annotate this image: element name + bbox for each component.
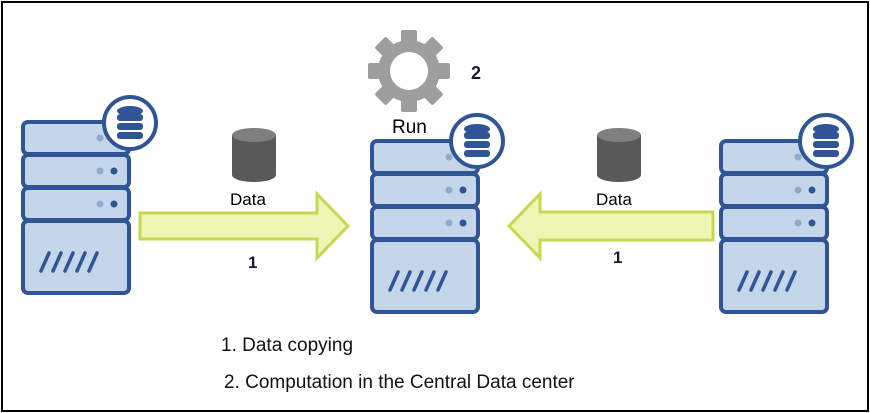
left-data-cylinder-icon <box>232 128 276 182</box>
right-data-cylinder-icon <box>597 128 641 182</box>
central-database-icon <box>449 113 505 169</box>
central-server-icon <box>370 139 480 314</box>
gear-icon <box>368 30 450 112</box>
legend-item-computation: 2. Computation in the Central Data cente… <box>224 372 575 393</box>
run-step-number: 2 <box>471 63 482 83</box>
right-data-label: Data <box>596 190 632 209</box>
left-data-label: Data <box>230 190 266 209</box>
left-database-icon <box>102 95 158 151</box>
right-database-icon <box>798 113 854 169</box>
legend-item-data-copying: 1. Data copying <box>221 335 354 356</box>
left-step-number: 1 <box>248 253 258 272</box>
right-flow-arrow-icon <box>506 190 715 262</box>
run-label: Run <box>392 117 427 138</box>
right-server-icon <box>719 139 829 314</box>
right-step-number: 1 <box>613 248 623 267</box>
left-server-icon <box>21 120 131 295</box>
left-flow-arrow-icon <box>138 190 351 262</box>
